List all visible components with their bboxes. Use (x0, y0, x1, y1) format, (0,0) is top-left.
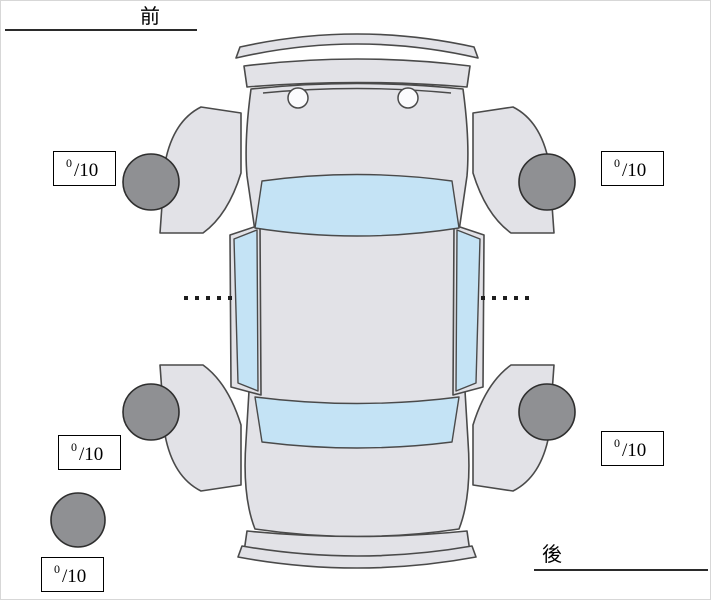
rear-divider-line (534, 569, 708, 571)
tire-score-denominator: /10 (62, 566, 87, 587)
front-divider-line (5, 29, 197, 31)
hood-circle-left (287, 87, 309, 109)
tire-score-denominator: /10 (622, 160, 647, 181)
rear-lower-arc (237, 545, 477, 569)
front-cowl-band (243, 58, 471, 88)
door-rear-left (159, 364, 242, 492)
side-window-left (233, 229, 259, 392)
front-label: 前 (140, 4, 160, 28)
tire-score-value: 0 (71, 440, 77, 454)
tire-score-denominator: /10 (79, 444, 104, 465)
car-body (244, 82, 470, 538)
wheel-front-right (518, 153, 576, 211)
tire-score-value: 0 (614, 436, 620, 450)
front-spoiler-arc (235, 33, 479, 59)
tire-score-rear-left[interactable]: 0 /10 (58, 435, 121, 470)
tire-score-value: 0 (66, 156, 72, 170)
tire-score-denominator: /10 (622, 440, 647, 461)
tire-score-value: 0 (54, 562, 60, 576)
wheel-rear-left (122, 383, 180, 441)
side-window-right (455, 229, 481, 392)
tire-score-spare[interactable]: 0 /10 (41, 557, 104, 592)
tire-score-value: 0 (614, 156, 620, 170)
wheel-spare (50, 492, 106, 548)
hood-line (262, 87, 452, 94)
rear-window (254, 396, 460, 449)
hood-circle-right (397, 87, 419, 109)
rear-label: 後 (542, 542, 562, 566)
windshield (254, 173, 460, 237)
tire-score-front-right[interactable]: 0 /10 (601, 151, 664, 186)
wheel-rear-right (518, 383, 576, 441)
door-front-left (159, 106, 242, 234)
wheel-front-left (122, 153, 180, 211)
tire-score-front-left[interactable]: 0 /10 (53, 151, 116, 186)
tire-score-denominator: /10 (74, 160, 99, 181)
tire-score-rear-right[interactable]: 0 /10 (601, 431, 664, 466)
